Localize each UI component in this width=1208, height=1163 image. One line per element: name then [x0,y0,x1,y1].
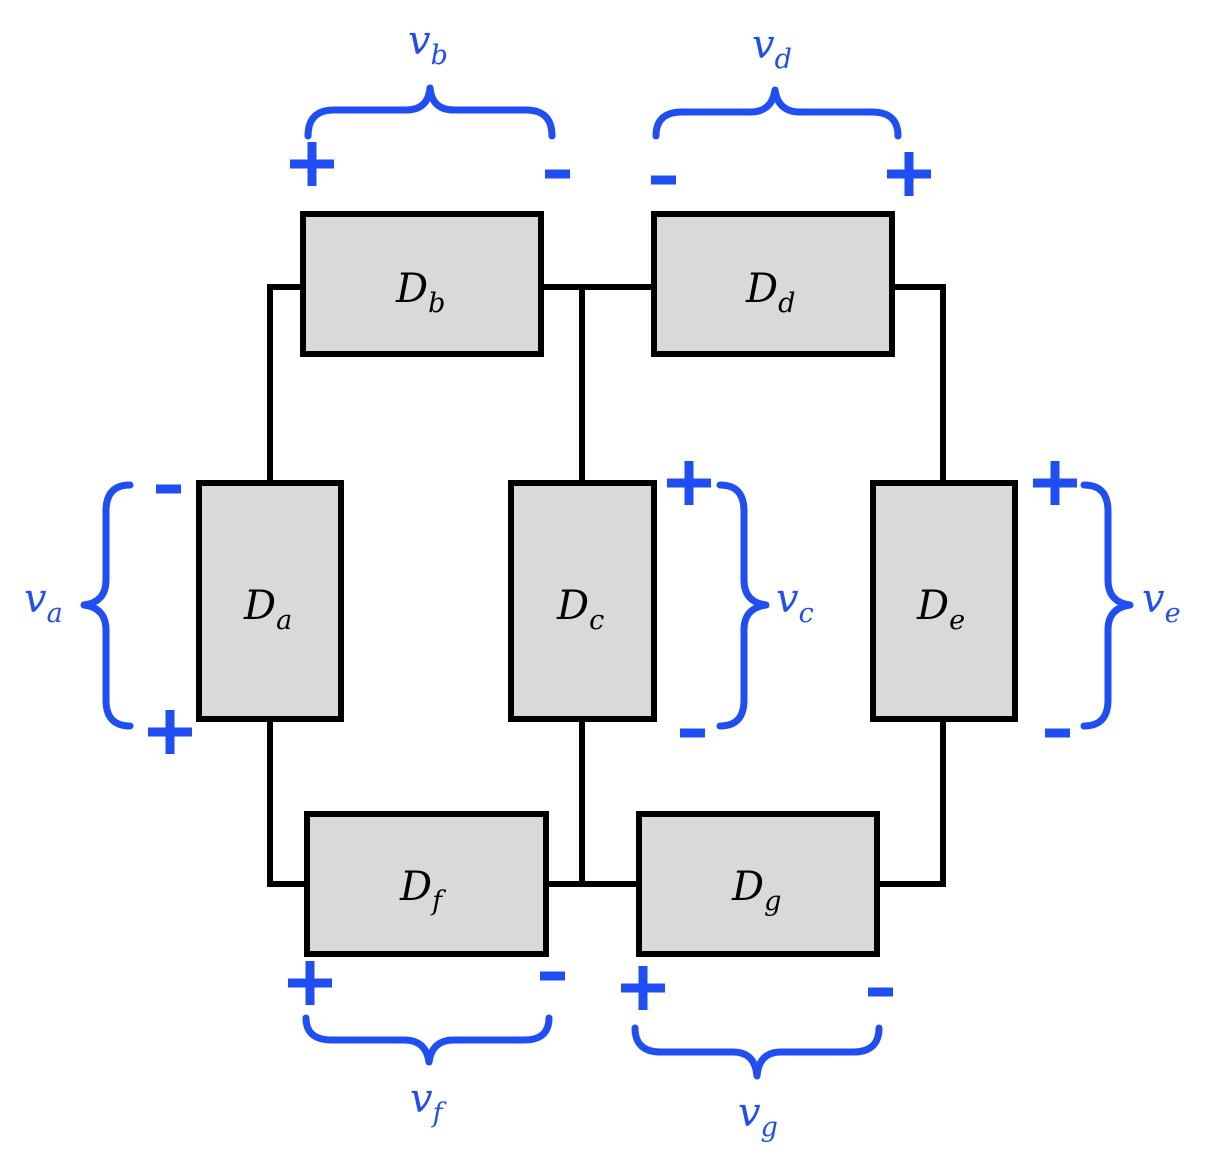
voltage-a-label: va [24,576,63,629]
device-labels: Db Dd Da Dc De Df Dg [243,266,965,917]
brace-v-d [652,86,902,140]
device-d-box [651,211,895,357]
device-e-label: De [916,583,965,636]
device-g-label: Dg [731,864,781,917]
device-g-box [636,811,880,957]
voltage-e-label: ve [1142,576,1181,629]
voltage-labels: vb vd va vc ve vf vg [24,18,1181,1143]
voltage-braces [80,84,1134,1080]
voltage-d-label: vd [752,22,792,75]
wire-left-bottom [267,716,310,887]
brace-v-c [716,481,770,730]
plus-sign-v-a [148,710,192,754]
device-c-box [508,480,657,722]
brace-v-b [304,84,556,140]
wire-right-top [889,284,946,486]
brace-v-g [631,1024,883,1080]
voltage-c-label: vc [776,576,814,629]
wires [267,284,946,887]
brace-v-f [302,1014,553,1066]
device-c-label: Dc [556,583,604,636]
device-a-box [196,480,344,722]
wire-right-bottom [874,716,946,887]
plus-sign-v-d [887,152,931,196]
device-d-label: Dd [745,266,795,319]
device-a-label: Da [243,583,292,636]
plus-sign-v-f [288,961,332,1005]
device-e-box [870,480,1018,722]
device-b-label: Db [395,266,445,319]
device-b-box [300,211,544,357]
device-f-box [304,811,549,957]
voltage-f-label: vf [410,1076,447,1129]
devices [196,211,1018,957]
polarity-signs [148,142,1077,1010]
plus-sign-v-e [1033,461,1077,505]
voltage-g-label: vg [738,1090,778,1143]
brace-v-e [1080,481,1134,730]
voltage-b-label: vb [408,18,448,71]
brace-v-a [80,481,134,730]
wire-left-top [267,284,306,486]
plus-sign-v-c [667,461,711,505]
plus-sign-v-b [290,142,334,186]
plus-sign-v-g [621,966,665,1010]
